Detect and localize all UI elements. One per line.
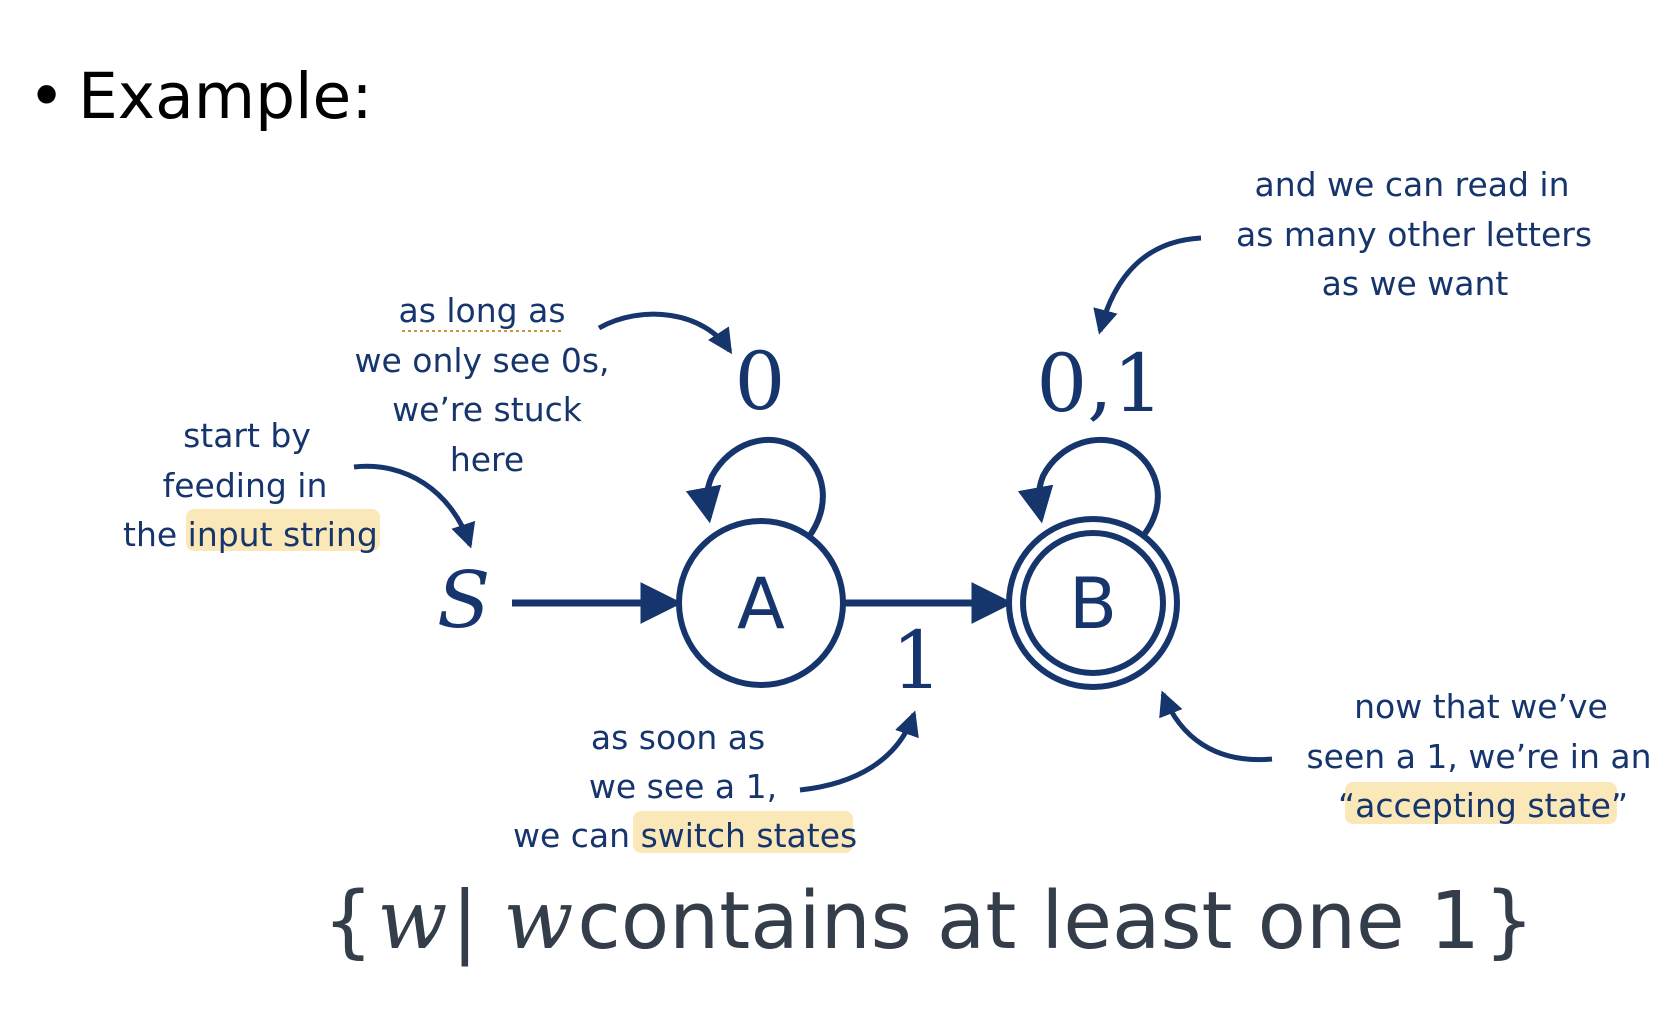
annotation-transition-prefix: we can (513, 816, 641, 855)
state-a-label: A (737, 563, 785, 645)
annotation-transition-line3: we can switch states (513, 816, 857, 855)
formula-close-brace: } (1484, 875, 1534, 967)
arrow-accepting-annotation (1159, 690, 1273, 763)
formula-var-2: w (503, 873, 573, 968)
annotation-transition-line1: as soon as (591, 718, 765, 757)
annotation-transition-highlight: switch states (641, 816, 858, 855)
annotation-loop-b-line2: as many other letters (1236, 215, 1592, 254)
highlight-input-string (186, 509, 380, 551)
state-b-outer-circle (1006, 516, 1180, 690)
start-symbol-s: S (437, 556, 490, 646)
annotation-accepting-line1: now that we’ve (1354, 687, 1608, 726)
annotation-accepting-line2: seen a 1, we’re in an (1306, 737, 1651, 776)
bullet-title: Example: (78, 60, 373, 133)
annotation-loop-b-line3: as we want (1322, 264, 1509, 303)
bullet-glyph: • (28, 60, 65, 133)
formula-description: contains at least one 1 (577, 875, 1480, 967)
annotation-start-highlight: input string (188, 515, 378, 554)
annotation-loop-a-line4: here (450, 440, 524, 479)
transition-label: 1 (892, 614, 943, 707)
state-b-label: B (1069, 563, 1117, 645)
annotation-loop-a: as long as we only see 0s, we’re stuck h… (354, 291, 609, 479)
annotation-transition-line2: we see a 1, (589, 767, 777, 806)
annotation-start-prefix: the (123, 515, 188, 554)
annotation-loop-b: and we can read in as many other letters… (1236, 165, 1592, 303)
annotation-start-line3: the input string (123, 515, 378, 554)
loop-a-label: 0 (735, 335, 786, 428)
annotation-accepting-highlight: accepting state (1355, 786, 1611, 825)
bullet-heading: • Example: (28, 60, 373, 133)
loop-b-label: 0,1 (1036, 337, 1163, 430)
annotation-accepting-close-quote: ” (1611, 786, 1628, 825)
formula-open-brace: { (323, 875, 373, 967)
state-b-inner-circle (1020, 530, 1166, 676)
annotation-start: start by feeding in the input string (123, 416, 378, 554)
arrow-start-annotation (353, 463, 476, 549)
annotation-loop-a-line2: we only see 0s, (354, 341, 609, 380)
highlight-switch-states (633, 811, 853, 853)
annotation-accepting-line3: “accepting state” (1338, 786, 1628, 825)
annotation-start-line1: start by (183, 416, 311, 455)
formula-var-1: w (377, 873, 447, 968)
arrow-loop-a-annotation (597, 311, 733, 355)
annotation-accepting-open-quote: “ (1338, 786, 1355, 825)
annotation-accepting: now that we’ve seen a 1, we’re in an “ac… (1306, 687, 1651, 825)
annotation-loop-a-line1: as long as (398, 291, 565, 330)
arrow-transition-annotation (799, 710, 919, 793)
annotation-transition: as soon as we see a 1, we can switch sta… (513, 718, 857, 855)
annotation-start-line2: feeding in (163, 466, 328, 505)
highlight-accepting-state (1345, 782, 1617, 824)
annotation-loop-b-line1: and we can read in (1254, 165, 1569, 204)
loop-b (1017, 436, 1161, 538)
loop-a (685, 436, 826, 540)
language-formula: { w | w contains at least one 1 } (323, 873, 1534, 968)
formula-separator: | (451, 875, 503, 967)
arrow-loop-b-annotation (1093, 235, 1202, 335)
annotation-loop-a-line3: we’re stuck (392, 390, 583, 429)
